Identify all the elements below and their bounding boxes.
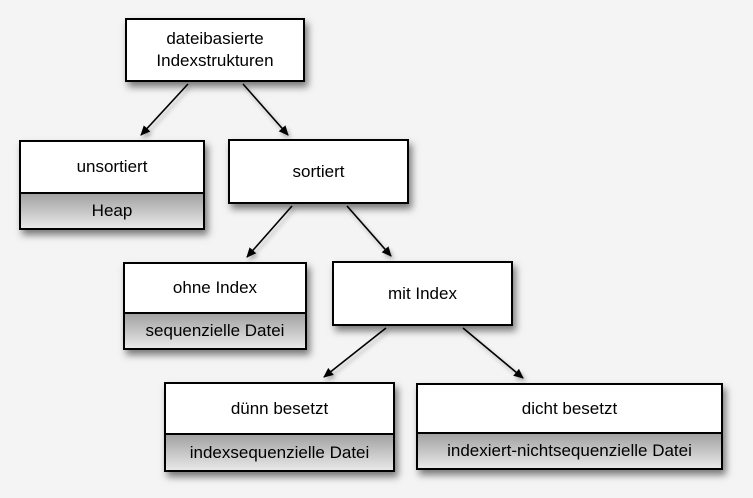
- edge-sortiert-ohne-index: [246, 205, 293, 258]
- node-mit-index: mit Index: [332, 261, 513, 326]
- edge-sortiert-mit-index: [346, 205, 392, 257]
- edge-root-sortiert: [242, 83, 289, 136]
- edge-mit-index-dicht-besetzt: [462, 327, 524, 379]
- node-label-line: Indexstrukturen: [156, 51, 274, 70]
- node-label: ohne Index: [172, 278, 258, 297]
- node-label-line: dateibasierte: [166, 29, 264, 48]
- node-sublabel: Heap: [21, 192, 203, 228]
- node-unsortiert: unsortiert Heap: [19, 140, 205, 230]
- edge-root-unsortiert: [140, 83, 189, 136]
- node-label: unsortiert: [76, 157, 148, 176]
- edge-mit-index-duenn-besetzt: [323, 327, 387, 378]
- node-label: dicht besetzt: [521, 398, 618, 418]
- node-sortiert: sortiert: [228, 139, 409, 204]
- node-duenn-besetzt: dünn besetzt indexsequenzielle Datei: [164, 382, 395, 472]
- node-dicht-besetzt: dicht besetzt indexiert-nichtsequenziell…: [416, 383, 723, 470]
- node-sublabel: indexsequenzielle Datei: [166, 433, 393, 470]
- node-sublabel: sequenzielle Datei: [125, 312, 305, 348]
- node-label: sortiert: [292, 161, 345, 181]
- node-root: dateibasierte Indexstrukturen: [125, 18, 305, 82]
- node-ohne-index: ohne Index sequenzielle Datei: [123, 262, 307, 350]
- node-label: dünn besetzt: [230, 398, 329, 418]
- node-label: dateibasierte Indexstrukturen: [127, 20, 303, 80]
- node-sublabel: indexiert-nichtsequenzielle Datei: [418, 432, 721, 468]
- node-label: mit Index: [388, 283, 457, 303]
